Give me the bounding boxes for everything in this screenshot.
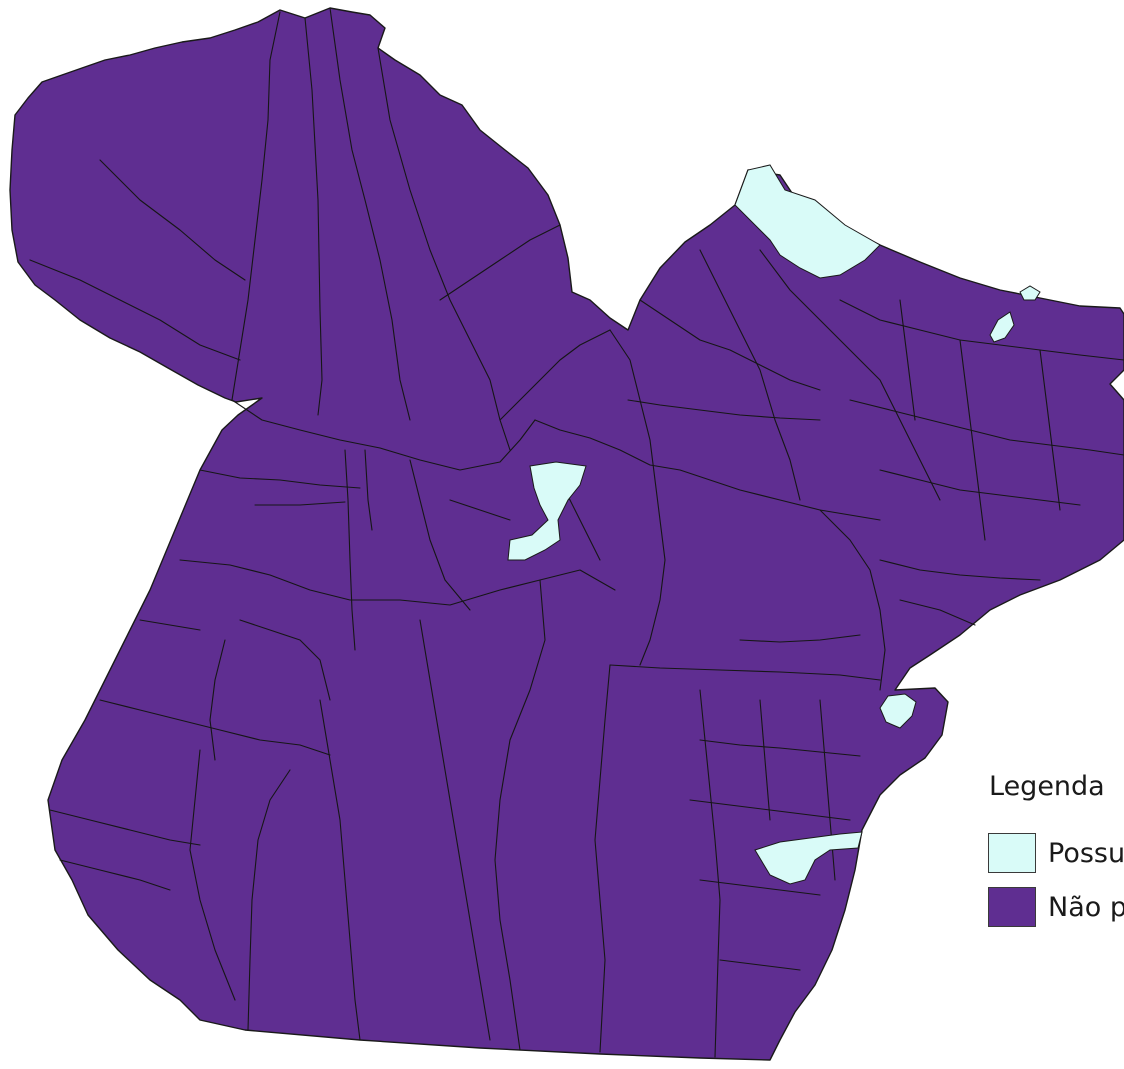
- highlighted-municipalities: [507, 164, 1041, 885]
- highlight-region-coast-small-2: [989, 311, 1015, 343]
- highlight-region-east: [879, 693, 917, 729]
- legend-label-possui: Possui: [1048, 837, 1124, 869]
- legend-label-nao-possui: Não possui: [1048, 891, 1124, 923]
- state-territory: [9, 7, 1124, 1061]
- legend-swatch-nao-possui: [988, 887, 1036, 927]
- highlight-region-southeast: [754, 831, 863, 885]
- highlight-region-central: [507, 461, 587, 561]
- highlight-region-north-coast: [734, 164, 881, 279]
- municipal-borders: [29, 7, 1124, 1058]
- highlight-region-coast-small-1: [1019, 285, 1041, 301]
- legend-title: Legenda: [989, 771, 1105, 802]
- legend-swatch-possui: [988, 833, 1036, 873]
- map-legend: Legenda Possui Não possui: [986, 766, 1124, 936]
- legend-item-possui: Possui: [988, 833, 1124, 873]
- legend-item-nao-possui: Não possui: [988, 887, 1124, 927]
